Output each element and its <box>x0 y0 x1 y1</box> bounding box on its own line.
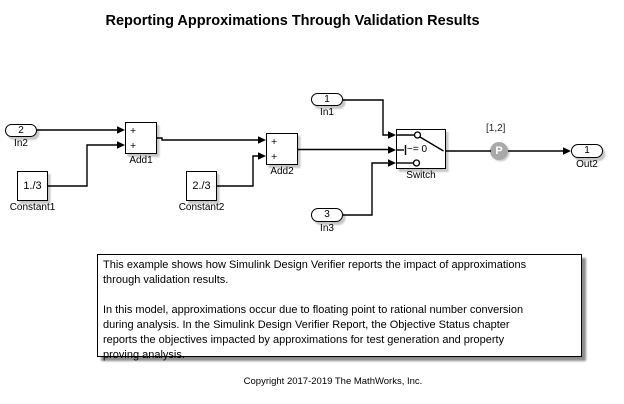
description-annotation[interactable]: This example shows how Simulink Design V… <box>97 254 582 361</box>
plus-sign: + <box>130 125 137 137</box>
port-number: 2 <box>18 125 24 136</box>
inport-in3[interactable]: 3 In3 <box>311 208 343 234</box>
plus-sign: + <box>271 136 278 148</box>
proof-objective-badge[interactable]: P <box>490 142 508 160</box>
port-number: 3 <box>324 209 330 220</box>
constant1-block[interactable]: 1./3 Constant1 <box>10 171 55 213</box>
block-label: Add1 <box>129 155 153 166</box>
plus-sign: + <box>271 151 278 163</box>
sum-block-add1[interactable]: + + Add1 <box>125 122 157 166</box>
copyright-annotation[interactable]: Copyright 2017-2019 The MathWorks, Inc. <box>243 376 423 387</box>
switch-criteria: ~= 0 <box>407 144 428 155</box>
description-line: reports the objectives impacted by appro… <box>103 334 505 346</box>
outport-out2[interactable]: 1 Out2 <box>571 144 603 170</box>
port-number: 1 <box>324 94 330 105</box>
block-label: Add2 <box>270 166 294 177</box>
description-line: In this model, approximations occur due … <box>103 304 524 316</box>
description-line: during analysis. In the Simulink Design … <box>103 319 510 331</box>
block-label: Constant2 <box>178 202 225 213</box>
block-label: Out2 <box>576 159 598 170</box>
sum-block-add2[interactable]: + + Add2 <box>266 133 298 177</box>
constant-value: 2./3 <box>192 180 211 192</box>
inport-in1[interactable]: 1 In1 <box>311 93 343 118</box>
block-label: In2 <box>14 138 28 149</box>
port-number: 1 <box>584 145 590 156</box>
block-label: Constant1 <box>9 202 56 213</box>
switch-block[interactable]: ~= 0 Switch <box>396 129 446 181</box>
constant-value: 1./3 <box>23 180 42 192</box>
block-label: Switch <box>406 170 436 181</box>
signal-range-annotation: [1,2] <box>486 123 506 134</box>
description-line: This example shows how Simulink Design V… <box>103 259 527 271</box>
inport-in2[interactable]: 2 In2 <box>5 124 37 149</box>
description-line: proving analysis. <box>103 349 185 361</box>
block-label: In1 <box>320 107 334 118</box>
constant2-block[interactable]: 2./3 Constant2 <box>179 171 224 213</box>
block-label: In3 <box>320 223 334 234</box>
description-line <box>103 288 576 303</box>
plus-sign: + <box>130 140 137 152</box>
description-line: through validation results. <box>103 274 229 286</box>
model-title[interactable]: Reporting Approximations Through Validat… <box>105 13 480 29</box>
